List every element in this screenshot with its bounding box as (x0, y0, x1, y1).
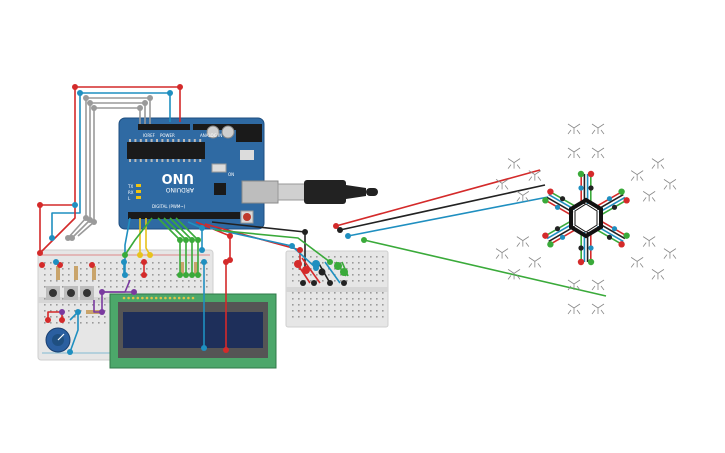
lcd-16x2[interactable] (109, 293, 277, 369)
analog-header[interactable] (193, 124, 253, 130)
arduino-brand: ARDUINO (165, 186, 194, 193)
wire-end-dots (37, 84, 367, 355)
lcd-pins (122, 296, 195, 300)
analog-label: ANALOG IN (200, 133, 222, 138)
push-button[interactable] (83, 289, 91, 297)
regulator (240, 150, 254, 160)
chip-pins (129, 139, 202, 162)
capacitor (206, 125, 220, 139)
potentiometer[interactable] (45, 327, 71, 353)
usb-cable[interactable] (277, 180, 378, 204)
atmega-chip (127, 142, 205, 159)
digital-label: DIGITAL (PWM~) (152, 204, 186, 209)
ioref-label: IOREF (143, 133, 156, 138)
digital-header[interactable] (128, 212, 240, 219)
crystal (211, 163, 227, 173)
tx-label: TX (127, 184, 133, 189)
neopixel-ring-16[interactable] (495, 123, 677, 315)
usb-port[interactable] (241, 180, 279, 204)
push-button[interactable] (67, 289, 75, 297)
rx-label: RX (128, 190, 134, 195)
power-header[interactable] (138, 124, 190, 130)
breadboard-holes (292, 256, 384, 318)
on-label: ON (228, 172, 234, 177)
l-label: L (128, 196, 131, 201)
reset-button[interactable] (243, 213, 251, 221)
uno-logo: UNO (162, 170, 195, 185)
push-buttons[interactable] (46, 286, 94, 300)
power-jack[interactable] (236, 124, 262, 142)
tx-led (136, 184, 141, 187)
lcd-screen (123, 312, 263, 348)
rx-led (136, 190, 141, 193)
power-label: POWER (160, 133, 175, 138)
push-button[interactable] (49, 289, 57, 297)
capacitor (221, 125, 235, 139)
led-cluster (294, 260, 348, 286)
usb-chip (214, 183, 226, 195)
l-led (136, 196, 141, 199)
arduino-uno[interactable]: IOREF POWER ANALOG IN UNO ARDUINO DIGITA… (118, 117, 279, 230)
